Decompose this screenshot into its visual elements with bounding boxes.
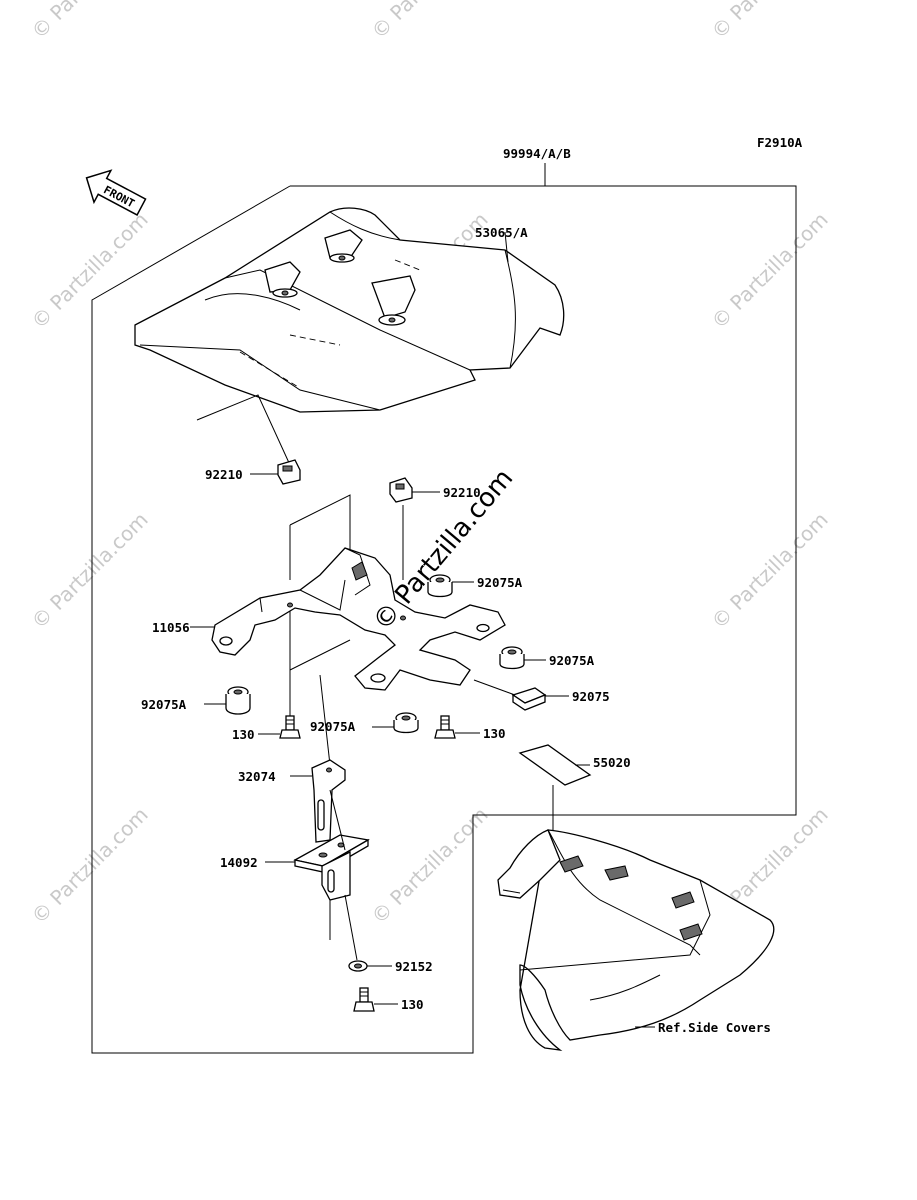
watermark: © Partzilla.com (707, 0, 833, 44)
part-label-bolt-right: 130 (483, 726, 506, 741)
watermark: © Partzilla.com (27, 802, 153, 928)
nut-left (277, 459, 301, 485)
bolt-left (279, 715, 301, 739)
holder (293, 834, 370, 901)
part-label-nut-left: 92210 (205, 467, 243, 482)
watermark-layer: © Partzilla.com © Partzilla.com © Partzi… (27, 0, 833, 929)
bolt-bottom (353, 987, 375, 1012)
part-label-holder: 14092 (220, 855, 258, 870)
damper-left (225, 686, 251, 715)
watermark: © Partzilla.com (707, 207, 833, 333)
washer (348, 960, 368, 972)
part-label-bolt-bottom: 130 (401, 997, 424, 1012)
part-label-nut-right: 92210 (443, 485, 481, 500)
side-cover-reference (497, 829, 775, 1051)
part-label-side-covers: Ref.Side Covers (658, 1020, 771, 1035)
watermark: © Partzilla.com (27, 507, 153, 633)
damper-center (393, 712, 419, 734)
part-label-damper-center: 92075A (310, 719, 356, 734)
part-label-damper-right-mid: 92075A (549, 653, 595, 668)
label-sticker (518, 744, 592, 786)
part-label-damper-left: 92075A (141, 697, 187, 712)
watermark: © Partzilla.com (367, 802, 493, 928)
damper-right-top (427, 574, 453, 598)
guide-line (196, 394, 291, 466)
bolt-right (434, 715, 456, 739)
watermark: © Partzilla.com (707, 507, 833, 633)
watermark: © Partzilla.com (27, 0, 153, 44)
part-label-sticker: 55020 (593, 755, 631, 770)
nut-right (389, 477, 413, 503)
guide-line (319, 674, 331, 766)
part-label-damper-right-top: 92075A (477, 575, 523, 590)
part-label-assembly: 99994/A/B (503, 146, 571, 161)
guide-line (289, 639, 351, 671)
seat-cover-leader (504, 231, 509, 263)
part-label-stay: 32074 (238, 769, 276, 784)
guide-line (289, 494, 351, 560)
watermark: © Partzilla.com (27, 207, 153, 333)
part-label-seat-cover: 53065/A (475, 225, 528, 240)
assembly-outline (91, 185, 797, 1054)
part-label-washer: 92152 (395, 959, 433, 974)
part-label-pad: 92075 (572, 689, 610, 704)
part-label-bracket: 11056 (152, 620, 190, 635)
pad-link-line (473, 679, 516, 696)
seat-cover (134, 207, 565, 413)
pad (511, 687, 547, 711)
damper-right-mid (499, 646, 525, 670)
diagram-code: F2910A (757, 135, 803, 150)
guide-line (329, 789, 346, 851)
bracket (211, 547, 506, 691)
part-label-bolt-left: 130 (232, 727, 255, 742)
guide-line (344, 894, 358, 961)
watermark: © Partzilla.com (367, 0, 493, 44)
stay (311, 759, 346, 843)
